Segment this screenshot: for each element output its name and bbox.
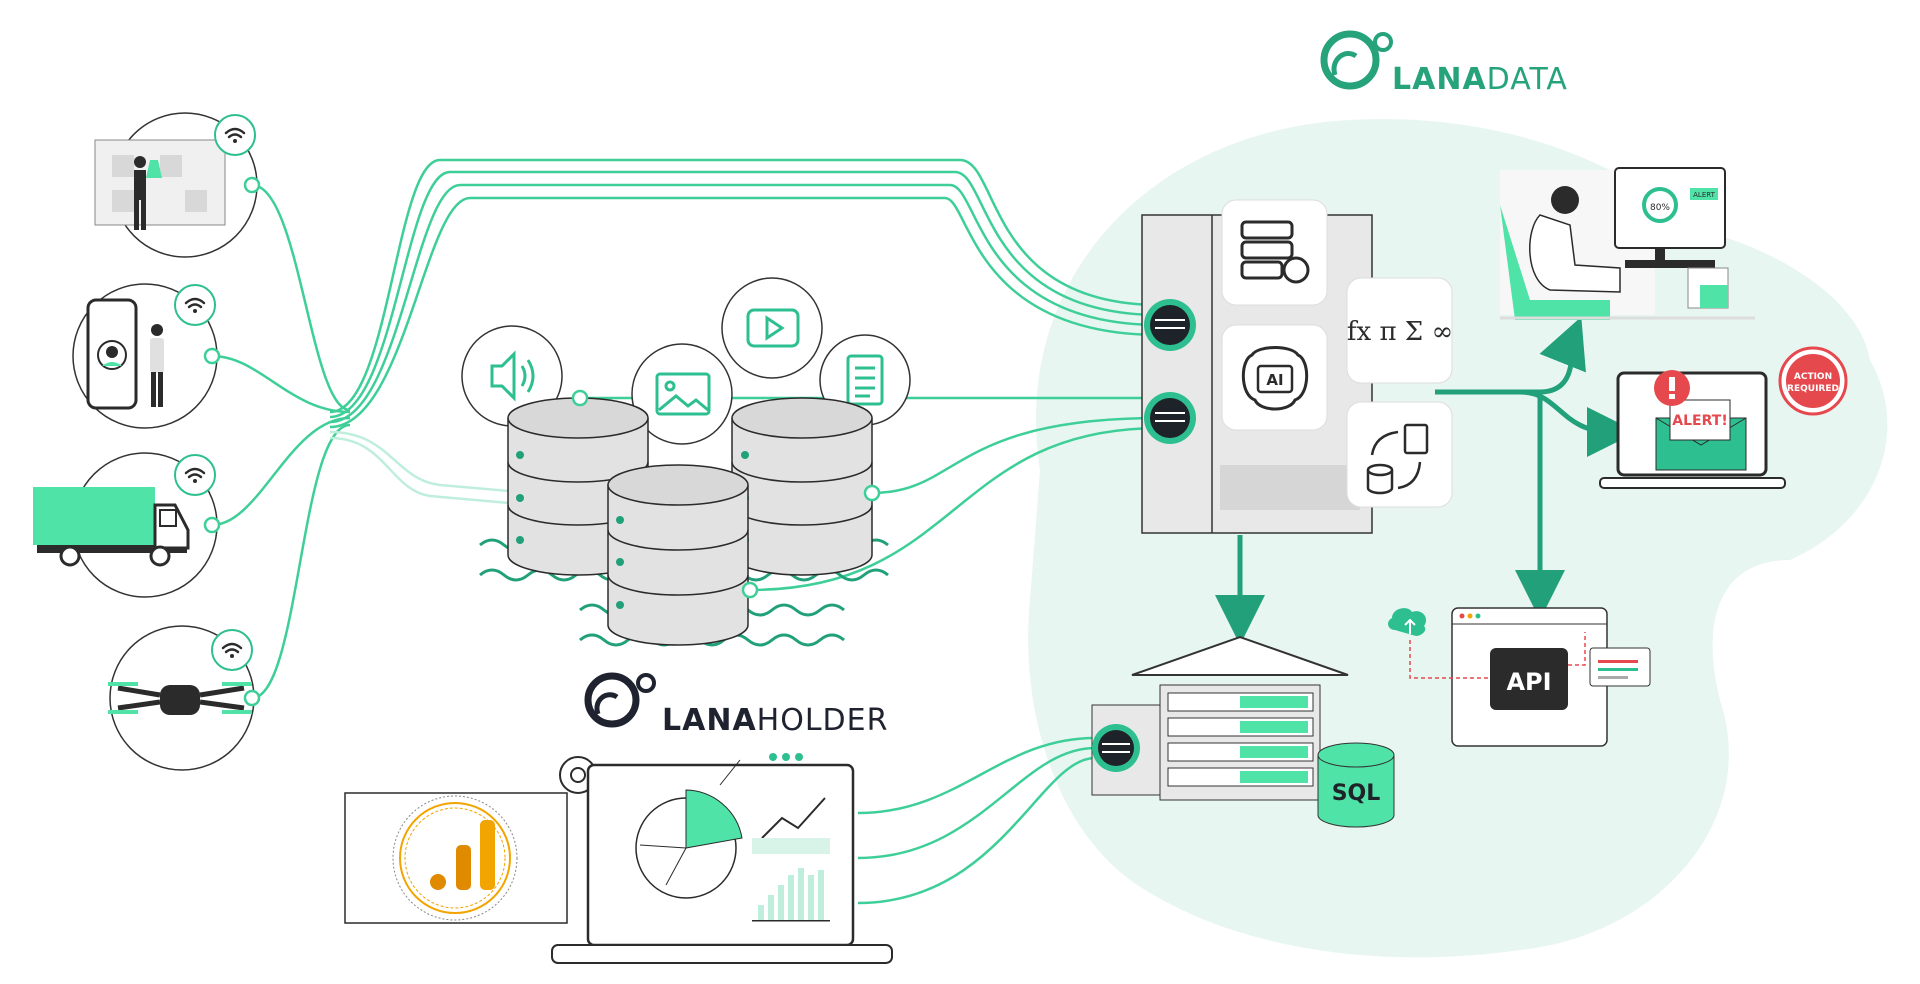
- action-required-line1: ACTION: [1794, 372, 1832, 382]
- ai-label: AI: [1266, 371, 1283, 389]
- analyst-workstation: 80% ALERT: [1500, 168, 1755, 320]
- alert-label: ALERT!: [1672, 413, 1727, 429]
- pipe-lines-faded: [330, 432, 520, 504]
- monitor-alert-label: ALERT: [1693, 191, 1715, 199]
- source-mobile: [73, 284, 219, 428]
- lanaholder-logo: LANAHOLDER: [662, 703, 888, 738]
- lanaholder-dashboard: [345, 753, 892, 963]
- data-transform-card: [1347, 402, 1452, 507]
- database-cylinder-center: [608, 465, 748, 645]
- lanaholder-logo-part1: LANA: [662, 703, 757, 738]
- api-label: API: [1506, 668, 1551, 696]
- truck-icon: [33, 487, 155, 545]
- sql-label: SQL: [1332, 781, 1381, 806]
- gear-icon: [1144, 299, 1196, 351]
- source-drone: [108, 626, 259, 770]
- source-truck: [33, 453, 219, 597]
- math-formulas-card: fx π Σ ∞: [1347, 278, 1453, 383]
- database-cylinder-right: [732, 398, 872, 575]
- video-bubble: [722, 278, 822, 378]
- shop-icon: [95, 140, 225, 225]
- lanaholder-logo-part2: HOLDER: [757, 703, 889, 738]
- action-required-badge: ACTION REQUIRED: [1780, 348, 1846, 414]
- gear-icon: [1092, 724, 1140, 772]
- exclamation-icon: [1654, 370, 1690, 406]
- math-symbols-label: fx π Σ ∞: [1347, 317, 1453, 347]
- data-lake: [462, 278, 910, 645]
- sql-database: SQL: [1318, 743, 1394, 827]
- action-required-line2: REQUIRED: [1787, 384, 1839, 394]
- progress-label: 80%: [1650, 203, 1670, 213]
- lanadata-logo-icon: [1324, 34, 1391, 86]
- gear-icon: [1144, 392, 1196, 444]
- lanadata-logo: LANADATA: [1392, 62, 1568, 97]
- lanadata-logo-part1: LANA: [1392, 62, 1487, 97]
- server-settings-card: [1222, 200, 1327, 305]
- ai-brain-card: AI: [1222, 325, 1327, 430]
- source-ecommerce: [95, 113, 259, 257]
- lanaholder-logo-icon: [588, 675, 654, 724]
- lanadata-logo-part2: DATA: [1487, 62, 1568, 97]
- source-connection-lines: [212, 185, 350, 698]
